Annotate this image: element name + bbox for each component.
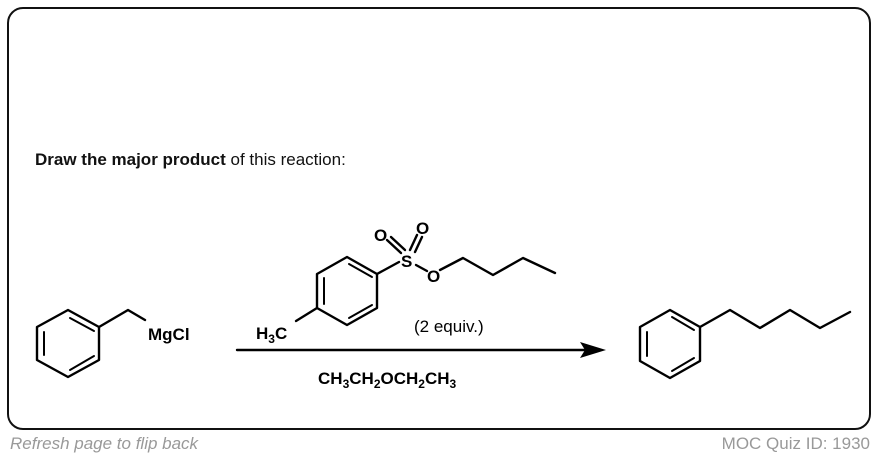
quiz-card[interactable] [7,7,871,430]
mgcl-label: MgCl [148,325,190,344]
benzylmagnesium-chloride: MgCl [35,308,190,379]
svg-text:H3C: H3C [256,324,287,346]
methyl-c: C [275,324,287,343]
butyl-tosylate: O O S O H3C (2 equiv.) [256,219,557,346]
equivalents-label: (2 equiv.) [414,317,484,336]
oxygen-2-label: O [416,219,429,238]
solvent-label: CH3CH2OCH2CH3 [318,369,457,391]
flip-back-hint: Refresh page to flip back [10,434,199,453]
question-bold: Draw the major product [35,150,226,169]
methyl-h: H [256,324,268,343]
question-prompt: Draw the major product of this reaction: [35,150,346,170]
quiz-id: MOC Quiz ID: 1930 [721,434,870,453]
reaction-arrow [235,342,606,358]
oxygen-1-label: O [374,226,387,245]
sulfur-label: S [401,252,412,271]
ester-oxygen-label: O [427,267,440,286]
methyl-subscript: 3 [268,332,275,346]
pentylbenzene-product [638,308,852,380]
question-rest: of this reaction: [225,150,346,169]
